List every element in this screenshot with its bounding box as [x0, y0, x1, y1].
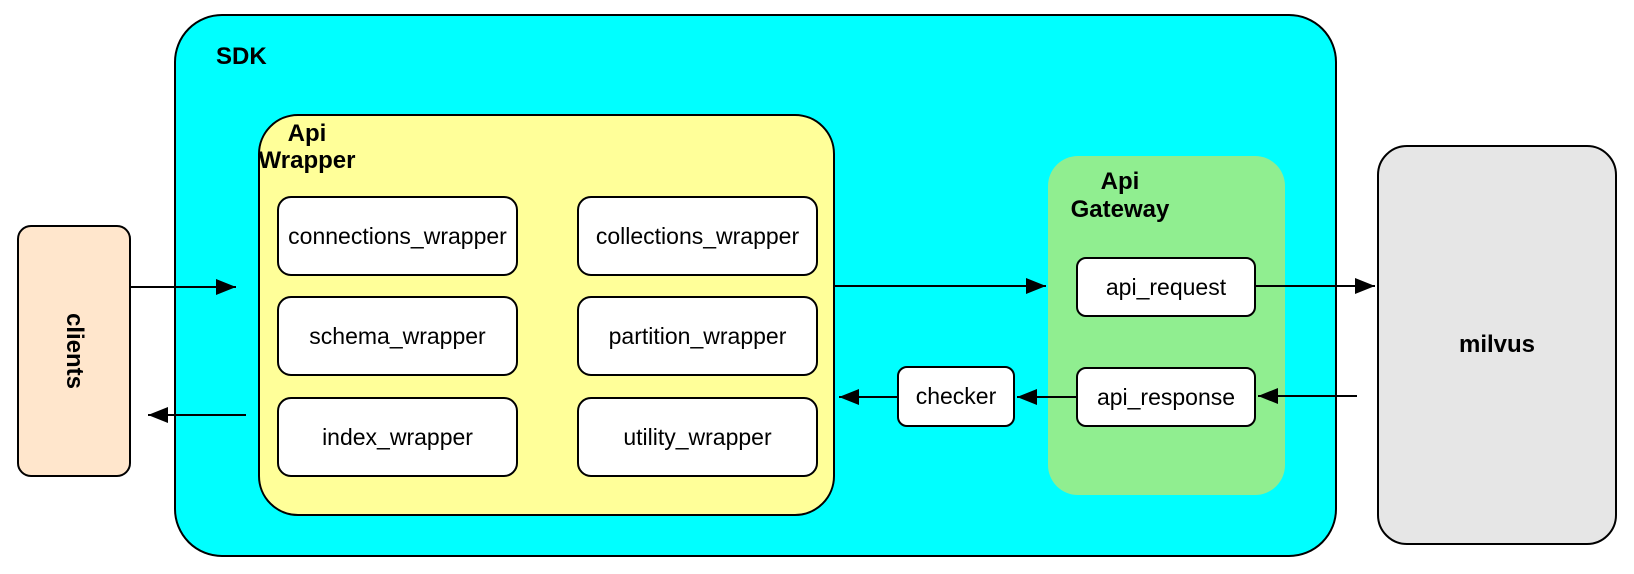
index-wrapper-node: index_wrapper: [277, 397, 518, 477]
api-gateway-label-line2: Gateway: [1070, 196, 1170, 223]
api-wrapper-label-line1: Api: [287, 120, 327, 147]
api-gateway-container: [1048, 156, 1285, 495]
api-response-node: api_response: [1076, 367, 1256, 427]
milvus-label: milvus: [1458, 331, 1536, 358]
clients-box: clients: [17, 225, 131, 477]
sdk-label: SDK: [216, 43, 267, 70]
clients-label: clients: [61, 312, 88, 390]
connections-wrapper-node: connections_wrapper: [277, 196, 518, 276]
milvus-box: milvus: [1377, 145, 1617, 545]
checker-node: checker: [897, 366, 1015, 427]
partition-wrapper-node: partition_wrapper: [577, 296, 818, 376]
schema-wrapper-node: schema_wrapper: [277, 296, 518, 376]
collections-wrapper-node: collections_wrapper: [577, 196, 818, 276]
api-gateway-label-line1: Api: [1100, 168, 1140, 195]
api-gateway-label: Api Gateway: [1040, 168, 1200, 224]
api-wrapper-label-line2: Wrapper: [258, 147, 356, 174]
api-request-node: api_request: [1076, 257, 1256, 317]
utility-wrapper-node: utility_wrapper: [577, 397, 818, 477]
api-wrapper-label: Api Wrapper: [227, 120, 387, 174]
